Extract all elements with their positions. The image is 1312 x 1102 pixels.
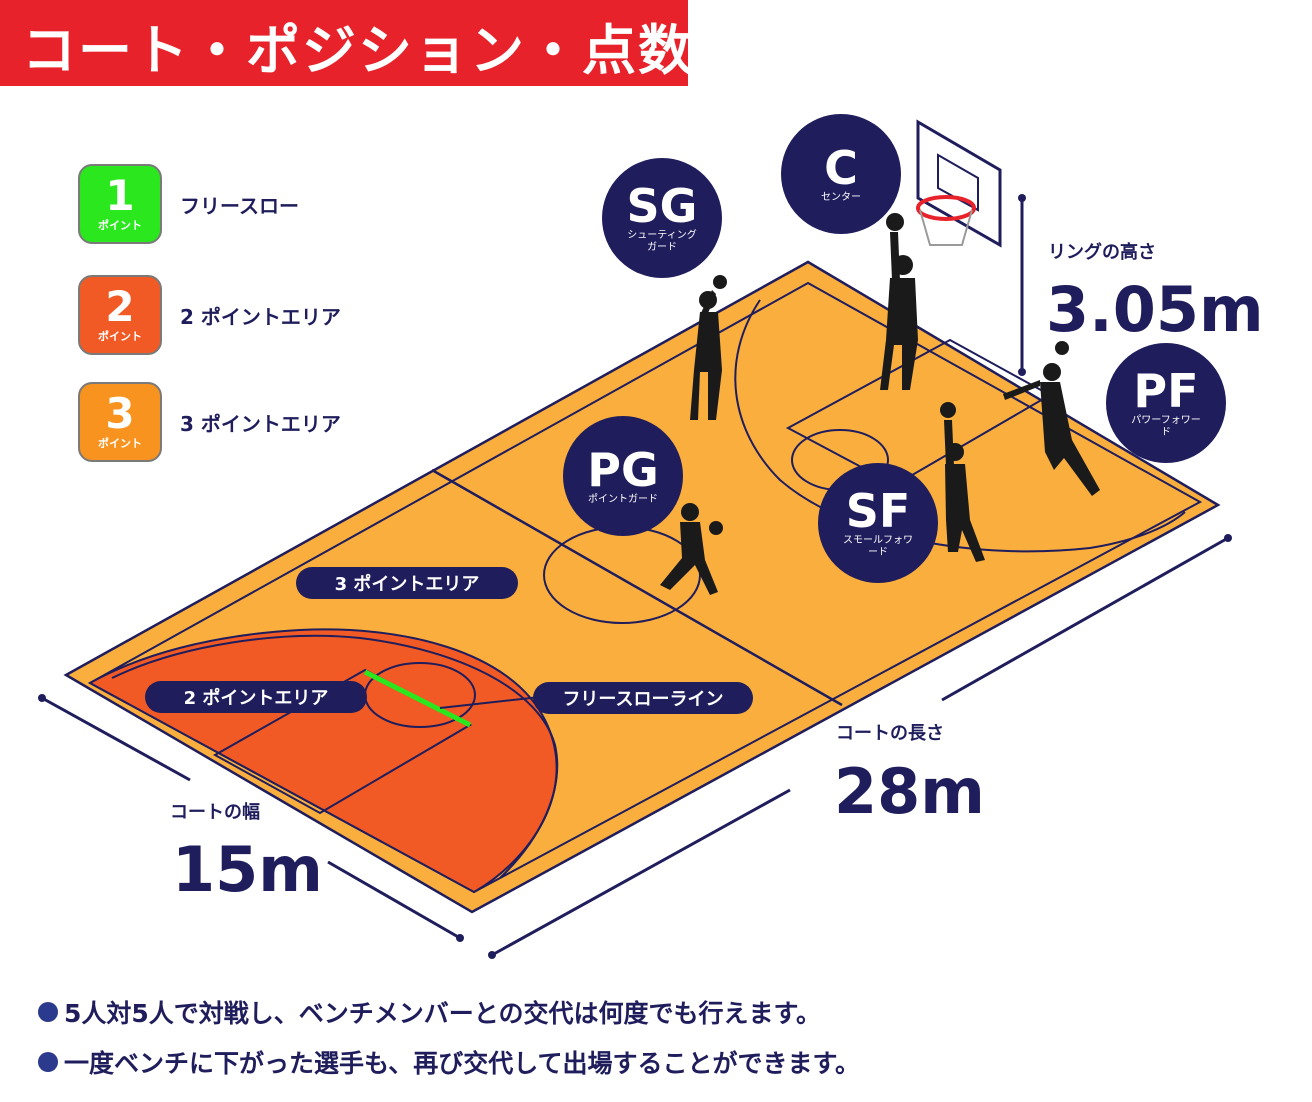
legend-badge-1: 1 ポイント [78, 164, 162, 244]
free-throw-line-label: フリースローライン [533, 682, 753, 714]
player-silhouette-sf [940, 402, 985, 562]
ring-height-caption: リングの高さ [1048, 242, 1156, 263]
basketball-hoop [916, 195, 976, 221]
backboard [916, 119, 1002, 248]
page-title: コート・ポジション・点数 [22, 19, 694, 82]
player-silhouette-pg [660, 503, 723, 595]
court-length-marker-upper [941, 536, 1229, 702]
two-point-area [87, 628, 558, 894]
position-badge-pg: PG ポイントガード [563, 416, 683, 536]
backboard-target [937, 153, 979, 212]
court-width-marker-lower [327, 860, 461, 940]
note-item: 5人対5人で対戦し、ベンチメンバーとの交代は何度でも行えます。 [38, 994, 821, 1030]
bullet-icon [38, 1052, 58, 1072]
legend-item-1-point: 1 ポイント フリースロー [78, 164, 299, 244]
court-width-caption: コートの幅 [170, 802, 260, 823]
bullet-icon [38, 1002, 58, 1022]
free-throw-line [363, 669, 472, 728]
legend-item-3-point: 3 ポイント 3 ポイントエリア [78, 382, 341, 462]
basketball-net [919, 209, 973, 246]
ring-height-value: 3.05m [1046, 273, 1264, 346]
three-point-area-label: 3 ポイントエリア [296, 567, 518, 599]
position-badge-c: C センター [781, 114, 901, 234]
position-badge-pf: PF パワーフォワード [1106, 343, 1226, 463]
court-length-marker-lower [491, 788, 791, 957]
position-badge-sg: SG シューティングガード [602, 158, 722, 278]
title-bar: コート・ポジション・点数 [0, 0, 692, 86]
court-length-value: 28m [834, 755, 985, 828]
legend-label-3: 3 ポイントエリア [180, 411, 341, 436]
player-silhouette-c [880, 213, 918, 390]
player-silhouette-pf [1003, 341, 1100, 496]
legend-badge-3: 3 ポイント [78, 382, 162, 462]
legend-label-1: フリースロー [180, 193, 299, 218]
three-point-arc-near [111, 634, 559, 879]
player-silhouette-sg [690, 275, 727, 420]
note-item: 一度ベンチに下がった選手も、再び交代して出場することができます。 [38, 1044, 860, 1080]
court-width-marker-upper [41, 696, 191, 782]
court-length-caption: コートの長さ [836, 723, 944, 744]
legend-badge-2: 2 ポイント [78, 275, 162, 355]
center-line [431, 468, 843, 707]
legend-label-2: 2 ポイントエリア [180, 304, 341, 329]
free-throw-pointer [439, 696, 541, 709]
two-point-area-label: 2 ポイントエリア [145, 681, 367, 713]
position-badge-sf: SF スモールフォワード [818, 463, 938, 583]
legend-item-2-point: 2 ポイント 2 ポイントエリア [78, 275, 341, 355]
court-width-value: 15m [172, 833, 323, 906]
